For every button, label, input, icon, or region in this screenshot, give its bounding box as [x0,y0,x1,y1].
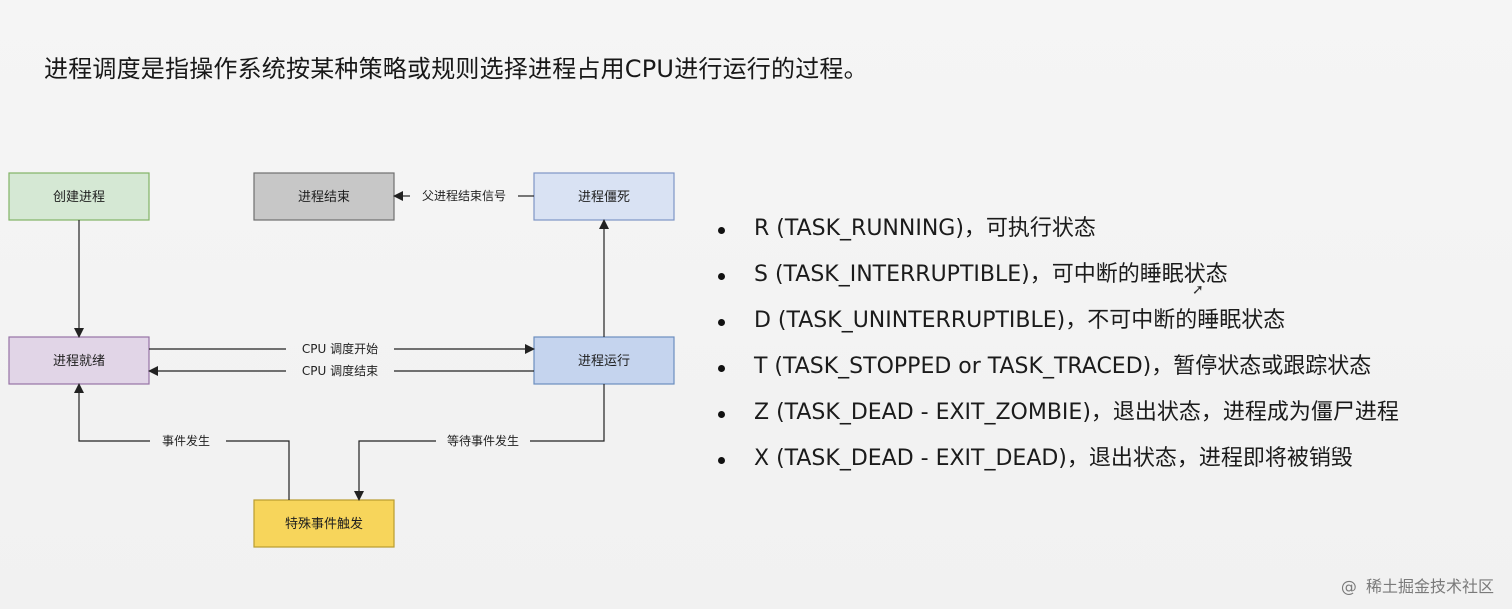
node-process-ready-label: 进程就绪 [53,354,105,369]
list-item: T (TASK_STOPPED or TASK_TRACED)，暂停状态或跟踪状… [714,350,1399,396]
node-process-ready: 进程就绪 [8,336,150,385]
edge-event-to-ready-label: 事件发生 [162,433,210,448]
bullet-icon [718,457,725,464]
edge-event-to-ready-arrow [74,383,150,442]
state-text: D (TASK_UNINTERRUPTIBLE)，不可中断的睡眠状态 [754,308,1286,333]
bullet-icon [718,227,725,234]
node-process-running: 进程运行 [533,336,675,385]
node-process-zombie: 进程僵死 [533,172,675,221]
bullet-icon [718,411,725,418]
node-process-running-label: 进程运行 [578,354,630,369]
state-text: R (TASK_RUNNING)，可执行状态 [754,216,1096,241]
process-state-list: R (TASK_RUNNING)，可执行状态 S (TASK_INTERRUPT… [714,212,1399,488]
node-process-end-label: 进程结束 [298,190,350,205]
edge-zombie-to-end-label: 父进程结束信号 [422,188,506,203]
watermark-at: @ [1340,577,1357,596]
list-item: X (TASK_DEAD - EXIT_DEAD)，退出状态，进程即将被销毁 [714,442,1399,488]
node-special-event: 特殊事件触发 [253,499,395,548]
process-state-diagram: 创建进程 进程结束 进程僵死 进程就绪 进程运行 特殊事件触发 父进程结束信号 [8,172,675,548]
node-process-end: 进程结束 [253,172,395,221]
node-process-zombie-label: 进程僵死 [578,190,630,205]
list-item: R (TASK_RUNNING)，可执行状态 [714,212,1399,258]
state-text: T (TASK_STOPPED or TASK_TRACED)，暂停状态或跟踪状… [754,354,1372,379]
state-text: Z (TASK_DEAD - EXIT_ZOMBIE)，退出状态，进程成为僵尸进… [754,400,1399,425]
bullet-icon [718,319,725,326]
mouse-cursor-icon: ➚ [1192,282,1204,298]
state-text: S (TASK_INTERRUPTIBLE)，可中断的睡眠状态 [754,262,1228,287]
watermark-text: 稀土掘金技术社区 [1365,577,1494,596]
bullet-icon [718,365,725,372]
edge-running-to-event-arrow [354,440,436,501]
page-headline: 进程调度是指操作系统按某种策略或规则选择进程占用CPU进行运行的过程。 [44,55,868,83]
edge-event-to-ready-path [226,440,290,500]
list-item: S (TASK_INTERRUPTIBLE)，可中断的睡眠状态 [714,258,1399,304]
edge-ready-to-running-label: CPU 调度开始 [302,341,378,356]
list-item: D (TASK_UNINTERRUPTIBLE)，不可中断的睡眠状态 [714,304,1399,350]
node-special-event-label: 特殊事件触发 [285,516,363,532]
node-create-process: 创建进程 [8,172,150,221]
edge-running-to-ready-label: CPU 调度结束 [302,363,378,378]
edge-running-to-event-label: 等待事件发生 [447,433,519,448]
bullet-icon [718,273,725,280]
list-item: Z (TASK_DEAD - EXIT_ZOMBIE)，退出状态，进程成为僵尸进… [714,396,1399,442]
edge-running-to-event-path [530,384,605,442]
state-text: X (TASK_DEAD - EXIT_DEAD)，退出状态，进程即将被销毁 [754,446,1353,471]
watermark: @ 稀土掘金技术社区 [1341,573,1494,597]
node-create-process-label: 创建进程 [53,190,105,205]
